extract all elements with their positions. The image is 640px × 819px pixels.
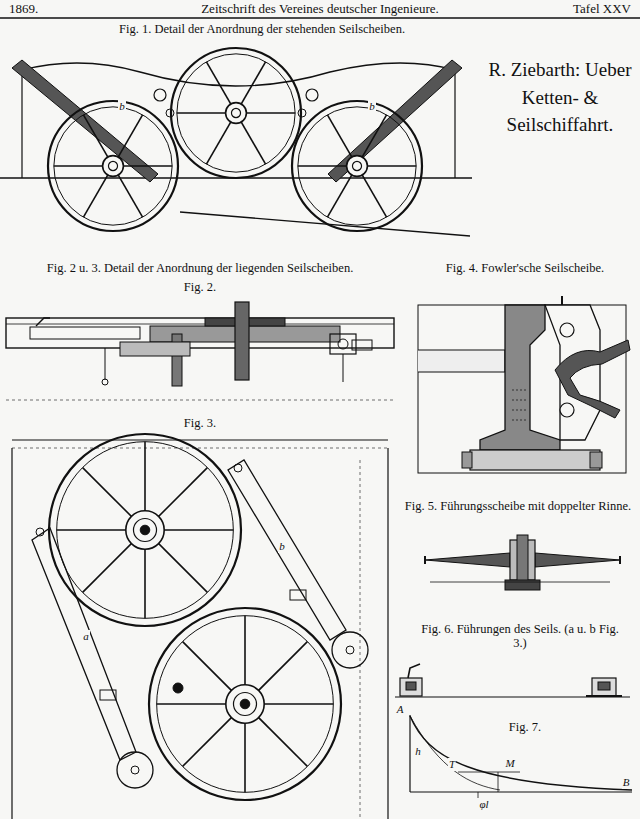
point-letter: M: [504, 757, 515, 770]
dimension-label: φl: [478, 798, 489, 811]
figure-caption: Fig. 4. Fowler'sche Seilscheibe.: [445, 261, 605, 275]
journal-name: Zeitschrift des Vereines deutscher Ingen…: [200, 2, 440, 17]
point-letter: B: [622, 776, 631, 789]
figure-caption: Fig. 5. Führungsscheibe mit doppelter Ri…: [399, 499, 637, 513]
figure-caption: Fig. 1. Detail der Anordnung der stehend…: [118, 22, 406, 36]
dimension-letter: h: [414, 745, 422, 758]
point-letter: A: [396, 703, 405, 716]
part-letter: b: [278, 540, 286, 553]
figure-caption: Fig. 6. Führungen des Seils. (a u. b Fig…: [419, 622, 621, 651]
fig4-fowler-sheave: [418, 296, 630, 473]
fig3-lying-sheaves-plan: [12, 434, 388, 819]
plate-number: Tafel XXV: [572, 2, 632, 17]
fig6-rope-guides: [395, 664, 630, 697]
figure-caption: Fig. 3.: [183, 416, 217, 430]
fig2-lying-sheaves-section: [6, 302, 394, 400]
figure-caption: Fig. 2 u. 3. Detail der Anordnung der li…: [46, 261, 355, 275]
point-letter: T: [448, 758, 456, 771]
fig7-rope-curve: [410, 715, 632, 798]
figure-caption: Fig. 2.: [183, 280, 217, 294]
part-letter: b: [368, 100, 376, 113]
year: 1869.: [8, 2, 39, 17]
fig5-double-groove-sheave: [425, 535, 620, 590]
part-letter: b: [118, 100, 126, 113]
part-letter: a: [82, 630, 90, 643]
plate-title: R. Ziebarth: Ueber Ketten- & Seilschiffa…: [486, 56, 634, 139]
fig1-standing-sheaves: [0, 48, 472, 236]
figure-caption: Fig. 7.: [508, 720, 542, 734]
